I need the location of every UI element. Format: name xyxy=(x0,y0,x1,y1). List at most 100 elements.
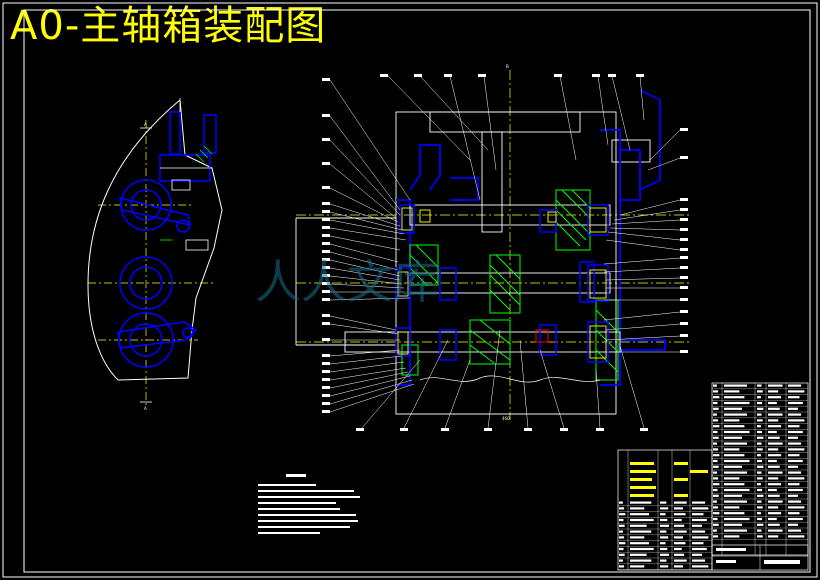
svg-text:460: 460 xyxy=(502,416,510,421)
table-cell-text xyxy=(713,407,719,410)
technical-requirements-note xyxy=(258,474,360,534)
table-cell-text xyxy=(788,407,798,410)
table-cell-text xyxy=(724,407,742,410)
table-cell-text xyxy=(630,547,654,551)
table-cell-text xyxy=(692,501,706,504)
table-cell-text xyxy=(724,454,745,457)
table-cell-text xyxy=(768,488,777,492)
main-section-view: 460 B xyxy=(295,64,690,421)
table-cell-text xyxy=(788,401,803,405)
table-cell-text xyxy=(630,507,645,510)
table-cell-text xyxy=(757,483,761,486)
table-cell-text xyxy=(757,500,762,503)
table-cell-text xyxy=(724,425,745,428)
table-cell-text xyxy=(724,459,750,463)
table-cell-text xyxy=(757,465,764,468)
table-cell-text xyxy=(674,518,682,522)
table-cell-text xyxy=(674,565,683,568)
table-cell-text xyxy=(757,459,763,463)
table-cell-text xyxy=(692,565,709,568)
table-cell-text xyxy=(757,512,761,515)
table-cell-text xyxy=(630,542,649,545)
table-cell-text xyxy=(757,454,761,457)
table-cell-text xyxy=(713,483,720,486)
table-cell-text xyxy=(768,413,783,416)
table-cell-text xyxy=(674,536,683,539)
watermark-text: 人人文库 xyxy=(255,255,439,309)
table-cell-text xyxy=(619,530,623,533)
table-cell-text xyxy=(630,518,654,522)
table-cell-text xyxy=(660,501,667,504)
table-cell-text xyxy=(713,390,719,393)
table-cell-text xyxy=(692,553,702,556)
table-cell-text xyxy=(788,454,800,457)
table-cell-text xyxy=(768,430,777,434)
svg-text:B: B xyxy=(506,64,509,69)
table-cell-text xyxy=(768,390,779,393)
table-cell-text xyxy=(724,523,742,526)
table-cell-text xyxy=(692,530,706,533)
table-cell-text xyxy=(713,517,718,521)
table-cell-text xyxy=(630,524,647,527)
table-cell-text xyxy=(757,401,763,405)
table-cell-text xyxy=(619,559,623,562)
leader-lines xyxy=(329,75,681,429)
table-cell-text xyxy=(757,407,764,410)
table-cell-text xyxy=(713,419,719,422)
table-cell-text xyxy=(788,523,798,526)
drawing-title: A0-主轴箱装配图 xyxy=(10,3,327,49)
table-cell-text xyxy=(713,500,717,503)
table-cell-text xyxy=(660,518,668,522)
table-cell-text xyxy=(674,542,686,545)
table-cell-text xyxy=(788,517,803,521)
table-cell-text xyxy=(674,501,687,504)
table-cell-text xyxy=(757,390,763,393)
table-cell-text xyxy=(713,436,719,439)
table-cell-text xyxy=(724,471,747,474)
table-cell-text xyxy=(768,512,782,515)
table-cell-text xyxy=(724,535,740,538)
table-cell-text xyxy=(768,396,782,399)
table-cell-text xyxy=(619,518,624,522)
table-cell-text xyxy=(757,384,762,387)
table-cell-text xyxy=(660,524,670,527)
table-cell-text xyxy=(757,494,764,497)
svg-text:A: A xyxy=(144,406,147,411)
table-cell-text xyxy=(724,419,740,422)
table-cell-text xyxy=(713,442,717,445)
table-cell-text xyxy=(788,425,800,428)
table-cell-text xyxy=(788,390,805,393)
table-cell-text xyxy=(724,529,747,532)
table-cell-text xyxy=(674,559,687,562)
table-cell-text xyxy=(757,517,763,521)
table-cell-text xyxy=(713,477,719,480)
table-cell-text xyxy=(724,500,747,503)
table-cell-text xyxy=(768,459,777,463)
table-cell-text xyxy=(674,547,682,551)
table-cell-text xyxy=(768,436,780,439)
table-cell-text xyxy=(768,425,782,428)
table-cell-text xyxy=(674,507,683,510)
table-cell-text xyxy=(630,559,652,562)
table-cell-text xyxy=(768,384,783,387)
table-cell-text xyxy=(713,512,720,515)
table-cell-text xyxy=(757,529,762,532)
table-cell-text xyxy=(768,448,779,451)
svg-text:A: A xyxy=(144,122,147,127)
table-cell-text xyxy=(788,448,805,451)
table-cell-text xyxy=(788,477,805,480)
table-cell-text xyxy=(788,506,805,509)
table-cell-text xyxy=(660,530,667,533)
table-cell-text xyxy=(713,488,718,492)
table-cell-text xyxy=(788,396,800,399)
table-cell-text xyxy=(768,419,779,422)
table-cell-text xyxy=(660,542,666,545)
table-cell-text xyxy=(619,565,625,568)
table-cell-text xyxy=(757,506,763,509)
table-cell-text xyxy=(768,465,780,468)
table-cell-text xyxy=(619,542,626,545)
table-cell-text xyxy=(724,413,747,416)
table-cell-text xyxy=(713,425,720,428)
table-cell-text xyxy=(768,442,783,445)
table-cell-text xyxy=(692,542,704,545)
